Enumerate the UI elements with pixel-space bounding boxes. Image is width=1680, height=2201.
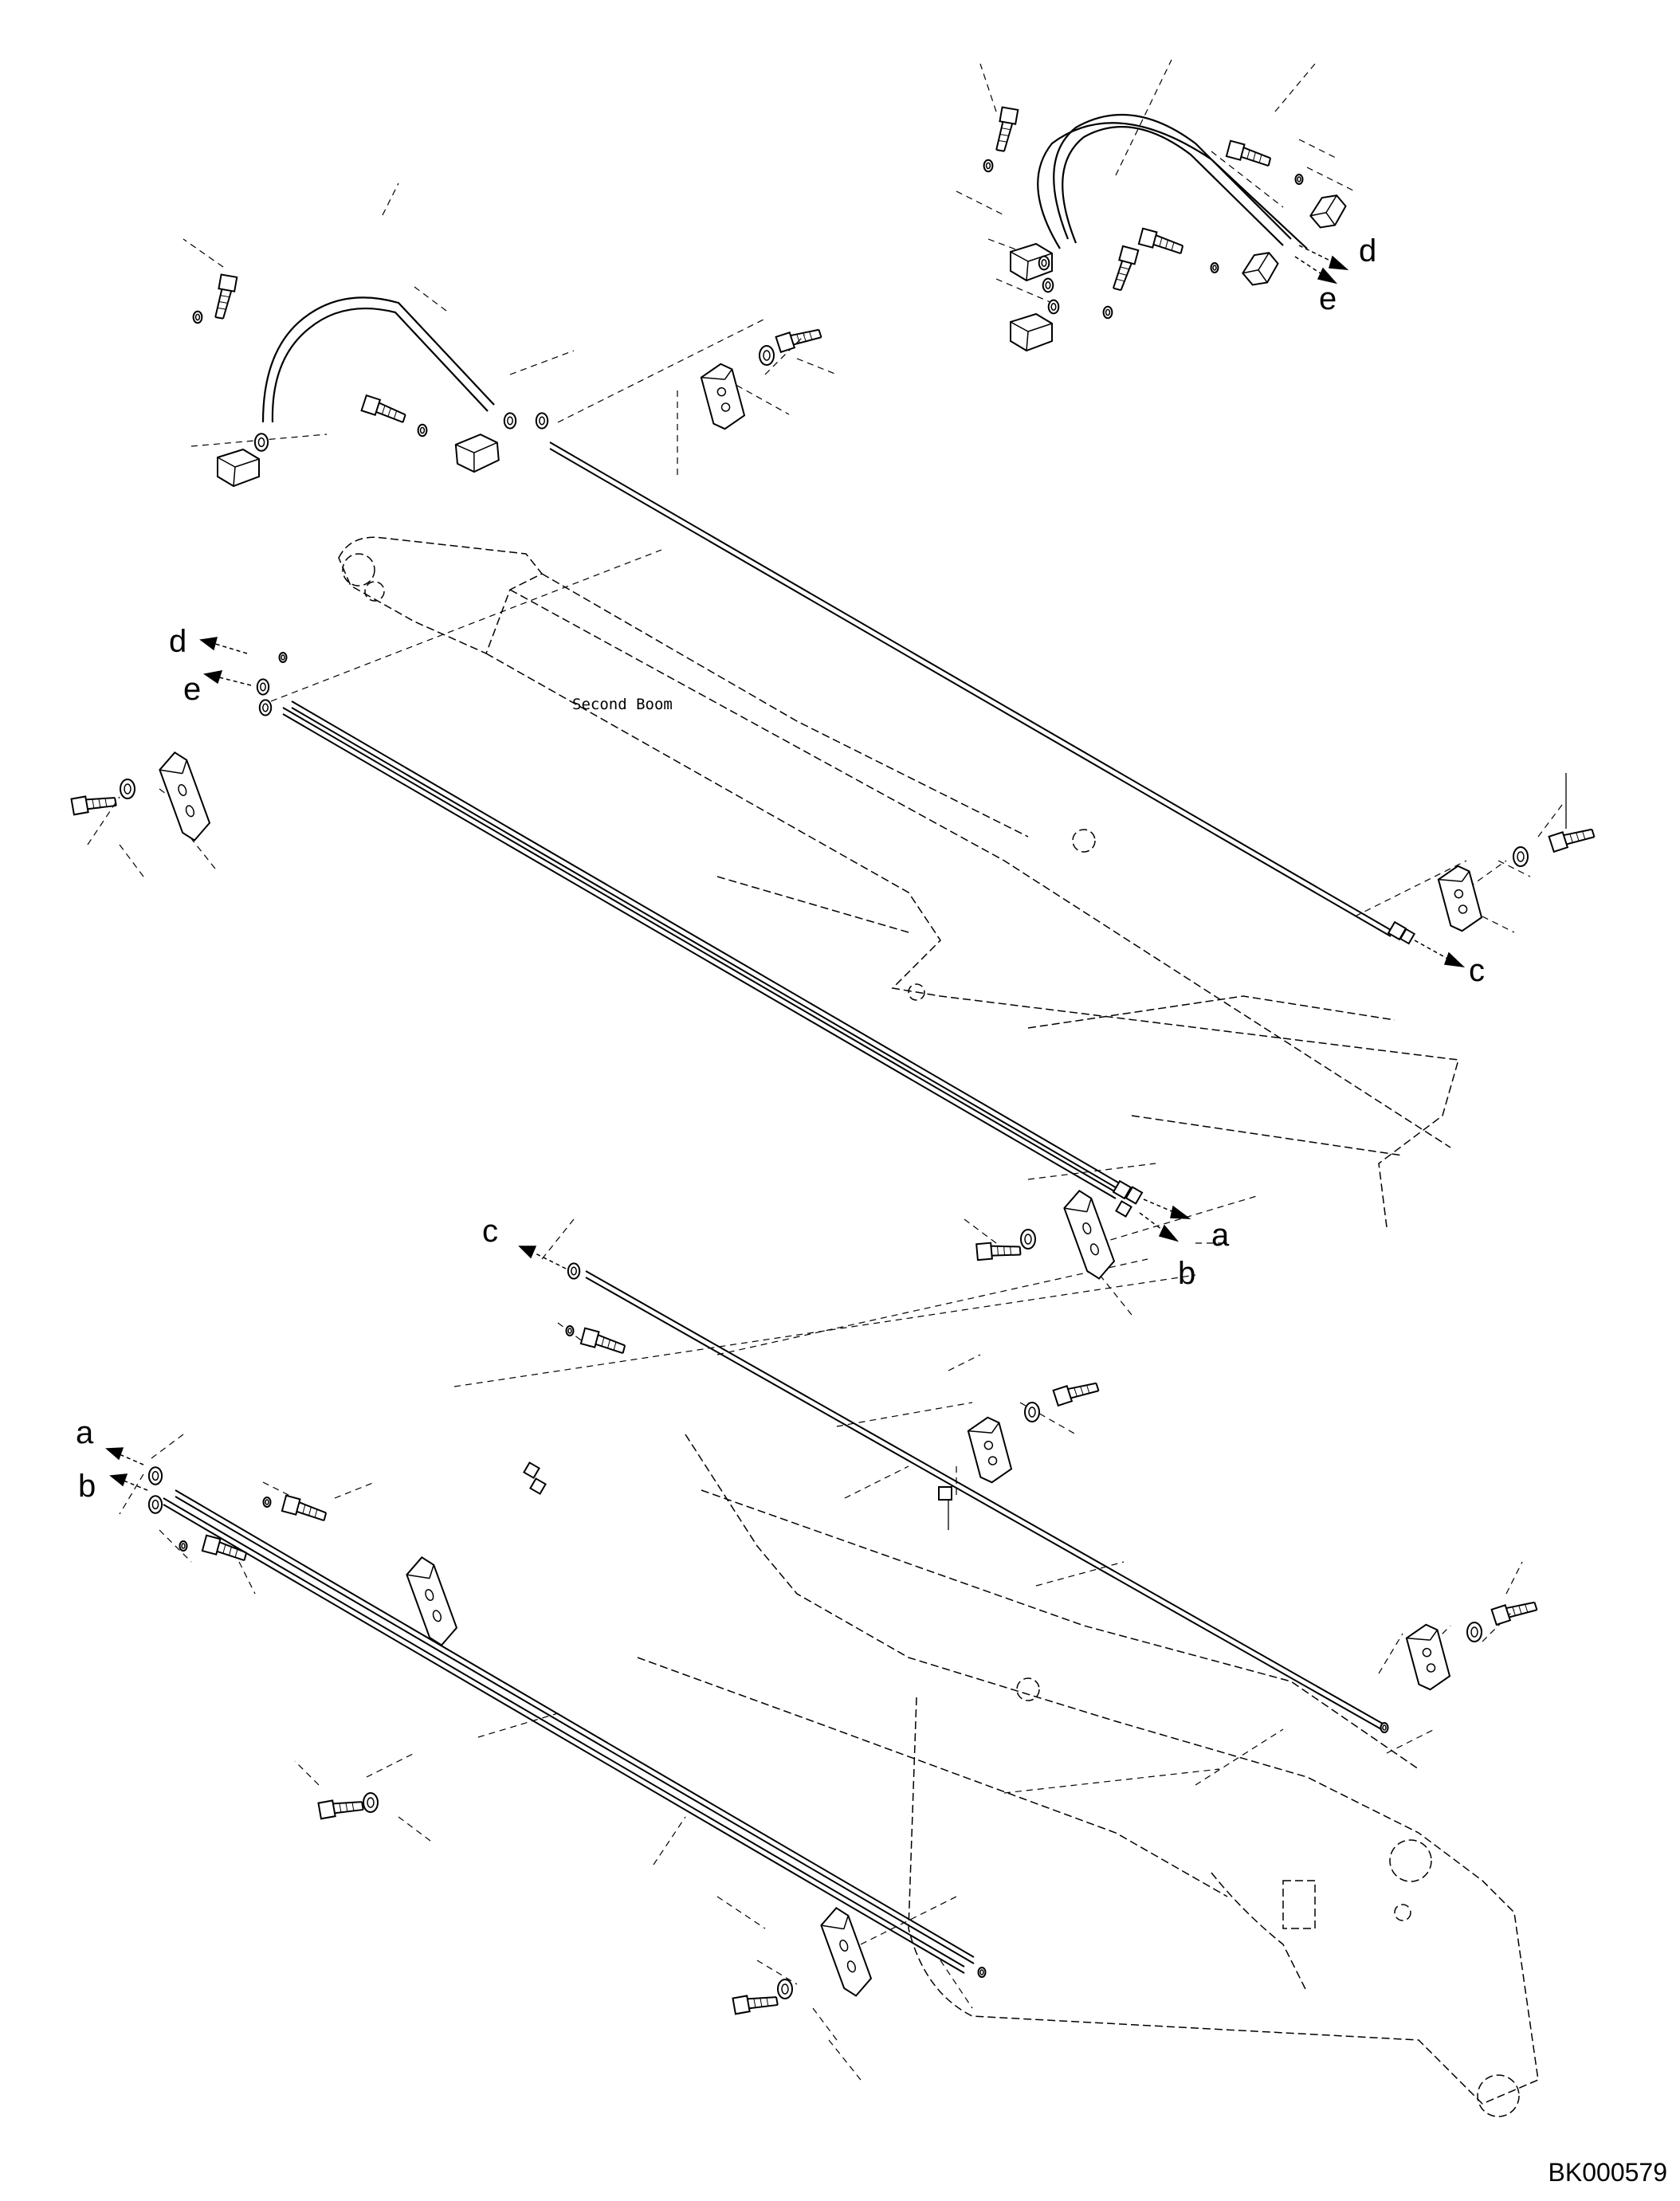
label-d-top: d (1359, 233, 1377, 269)
assembly-leader-lines (88, 60, 1562, 2080)
label-e-top: e (1319, 281, 1337, 316)
label-e-left: e (183, 672, 202, 707)
label-a-mid: a (1211, 1218, 1230, 1253)
drawing-code: BK000579 (1548, 2158, 1667, 2187)
bolts (70, 106, 1596, 2015)
second-boom-outline (339, 537, 1458, 1227)
second-boom-label: Second Boom (572, 696, 673, 713)
lower-boom-pipe-single (586, 1271, 1383, 1730)
label-d-left: d (169, 624, 187, 659)
washers (120, 159, 1529, 1999)
solid-leaders (948, 773, 1566, 1530)
connection-arrows (107, 245, 1463, 1490)
first-boom-outline (638, 1434, 1538, 2117)
label-b-low: b (78, 1469, 96, 1504)
top-left-hose (263, 297, 494, 422)
upper-boom-pipe-single (550, 442, 1391, 936)
label-b-mid: b (1178, 1256, 1196, 1291)
top-right-hoses (1038, 115, 1307, 249)
upper-boom-pipes-pair (283, 701, 1124, 1199)
lower-boom-pipes-pair (163, 1490, 974, 1973)
label-c-top: c (1469, 953, 1485, 988)
pipe-clamps (155, 360, 1485, 2000)
label-a-low: a (76, 1415, 94, 1450)
label-c-mid: c (482, 1214, 498, 1249)
pipe-end-fittings (524, 922, 1414, 1500)
